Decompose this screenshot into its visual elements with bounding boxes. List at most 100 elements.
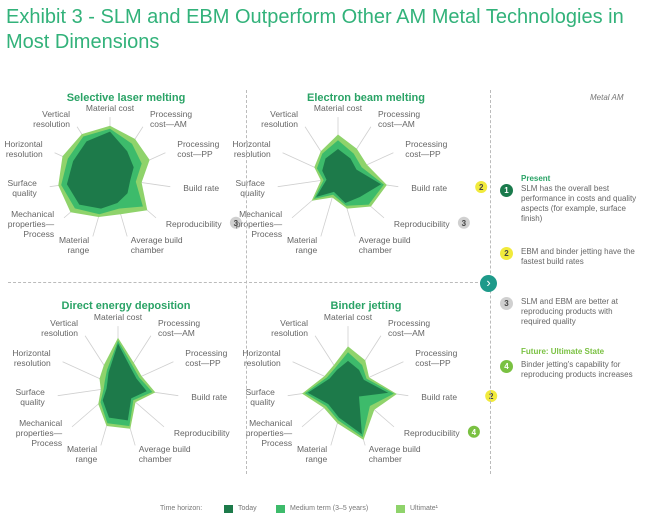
axis-label: cost—PP — [415, 358, 451, 368]
axis-label: Average build — [359, 235, 411, 245]
axis-label: cost—AM — [388, 328, 425, 338]
legend-today: Today — [238, 505, 257, 512]
chart-title: Selective laser melting — [67, 92, 186, 104]
axis-label: properties— — [8, 219, 55, 229]
axis-label: Reproducibility — [174, 428, 230, 438]
axis-label: quality — [240, 188, 265, 198]
axis-label: range — [67, 245, 89, 255]
note-badge: 2 — [500, 247, 513, 260]
axis-label: cost—AM — [158, 328, 195, 338]
axis-label: Mechanical — [11, 209, 54, 219]
axis-label: Average build — [139, 444, 191, 454]
axis-label: resolution — [14, 358, 51, 368]
axis-label: cost—PP — [405, 149, 441, 159]
callout-badge-number: 3 — [462, 219, 467, 228]
axis-label: resolution — [41, 328, 78, 338]
axis-label: cost—PP — [177, 149, 213, 159]
axis-label: Vertical — [50, 318, 78, 328]
chart-title: Direct energy deposition — [62, 300, 191, 312]
note-badge: 1 — [500, 184, 513, 197]
divider-horizontal — [8, 282, 488, 283]
axis-label: quality — [20, 397, 45, 407]
arrow-right-icon: › — [480, 275, 497, 292]
chart-title: Electron beam melting — [307, 92, 425, 104]
axis-label: Vertical — [280, 318, 308, 328]
axis-label: resolution — [244, 358, 281, 368]
axis-label: properties— — [16, 428, 63, 438]
axis-label: Material — [59, 235, 89, 245]
axis-label: Process — [261, 438, 292, 448]
axis-label: range — [75, 454, 97, 464]
callout-badge — [467, 425, 480, 438]
axis-label: Mechanical — [249, 418, 292, 428]
axis-label: resolution — [234, 149, 271, 159]
axis-label: resolution — [6, 149, 43, 159]
axis-label: quality — [250, 397, 275, 407]
axis-label: Build rate — [191, 392, 227, 402]
callout-badge-number: 3 — [234, 219, 239, 228]
axis-label: Horizontal — [12, 348, 50, 358]
axis-label: Processing — [378, 109, 420, 119]
series-area — [316, 149, 382, 203]
callout-badge — [229, 216, 242, 229]
axis-label: Build rate — [411, 183, 447, 193]
axis-label: range — [305, 454, 327, 464]
axis-label: Processing — [388, 318, 430, 328]
axis-label: Reproducibility — [166, 219, 222, 229]
axis-label: Build rate — [183, 183, 219, 193]
note-text: SLM has the overall best performance in … — [521, 184, 637, 223]
axis-label: Average build — [369, 444, 421, 454]
note-badge: 4 — [500, 360, 513, 373]
legend-swatch-ultimate — [396, 505, 405, 513]
callout-badge — [457, 216, 470, 229]
axis-label: Horizontal — [242, 348, 280, 358]
series-area — [307, 360, 389, 435]
axis-label: Vertical — [270, 109, 298, 119]
axis-label: Horizontal — [4, 139, 42, 149]
axis-label: Processing — [150, 109, 192, 119]
callout-badge-number: 2 — [489, 392, 494, 401]
axis-label: quality — [12, 188, 37, 198]
legend-medium: Medium term (3–5 years) — [290, 505, 369, 512]
axis-label: Processing — [185, 348, 227, 358]
time-horizon-label: Time horizon: — [160, 505, 203, 512]
callout-badge — [485, 390, 498, 402]
axis-label: Material — [287, 235, 317, 245]
chart-title: Binder jetting — [331, 300, 402, 312]
axis-label: cost—PP — [185, 358, 221, 368]
axis-label: resolution — [271, 328, 308, 338]
axis-label: Reproducibility — [394, 219, 450, 229]
axis-label: Mechanical — [19, 418, 62, 428]
axis-label: Material cost — [94, 312, 143, 322]
series-area — [102, 343, 147, 421]
axis-label: chamber — [369, 454, 402, 464]
legend-swatch-today — [224, 505, 233, 513]
page-title: Exhibit 3 - SLM and EBM Outperform Other… — [6, 6, 624, 53]
axis-label: Surface — [236, 178, 266, 188]
axis-label: chamber — [139, 454, 172, 464]
note-text: SLM and EBM are better at reproducing pr… — [521, 297, 618, 326]
axis-label: Mechanical — [239, 209, 282, 219]
axis-label: Average build — [131, 235, 183, 245]
legend-ultimate: Ultimate¹ — [410, 505, 439, 512]
axis-label: Vertical — [42, 109, 70, 119]
axis-label: cost—AM — [150, 119, 187, 129]
axis-label: Process — [251, 229, 282, 239]
axis-label: Horizontal — [232, 139, 270, 149]
axis-label: cost—AM — [378, 119, 415, 129]
axis-label: Surface — [246, 387, 276, 397]
callout-badge — [475, 181, 488, 193]
axis-label: properties— — [246, 428, 293, 438]
axis-label: range — [295, 245, 317, 255]
axis-label: resolution — [261, 119, 298, 129]
axis-label: Material cost — [86, 103, 135, 113]
axis-label: Processing — [177, 139, 219, 149]
axis-label: chamber — [359, 245, 392, 255]
axis-label: Material cost — [314, 103, 363, 113]
callout-badge-number: 4 — [472, 428, 477, 437]
axis-label: Reproducibility — [404, 428, 460, 438]
axis-label: Processing — [415, 348, 457, 358]
axis-label: properties— — [236, 219, 283, 229]
axis-label: Build rate — [421, 392, 457, 402]
